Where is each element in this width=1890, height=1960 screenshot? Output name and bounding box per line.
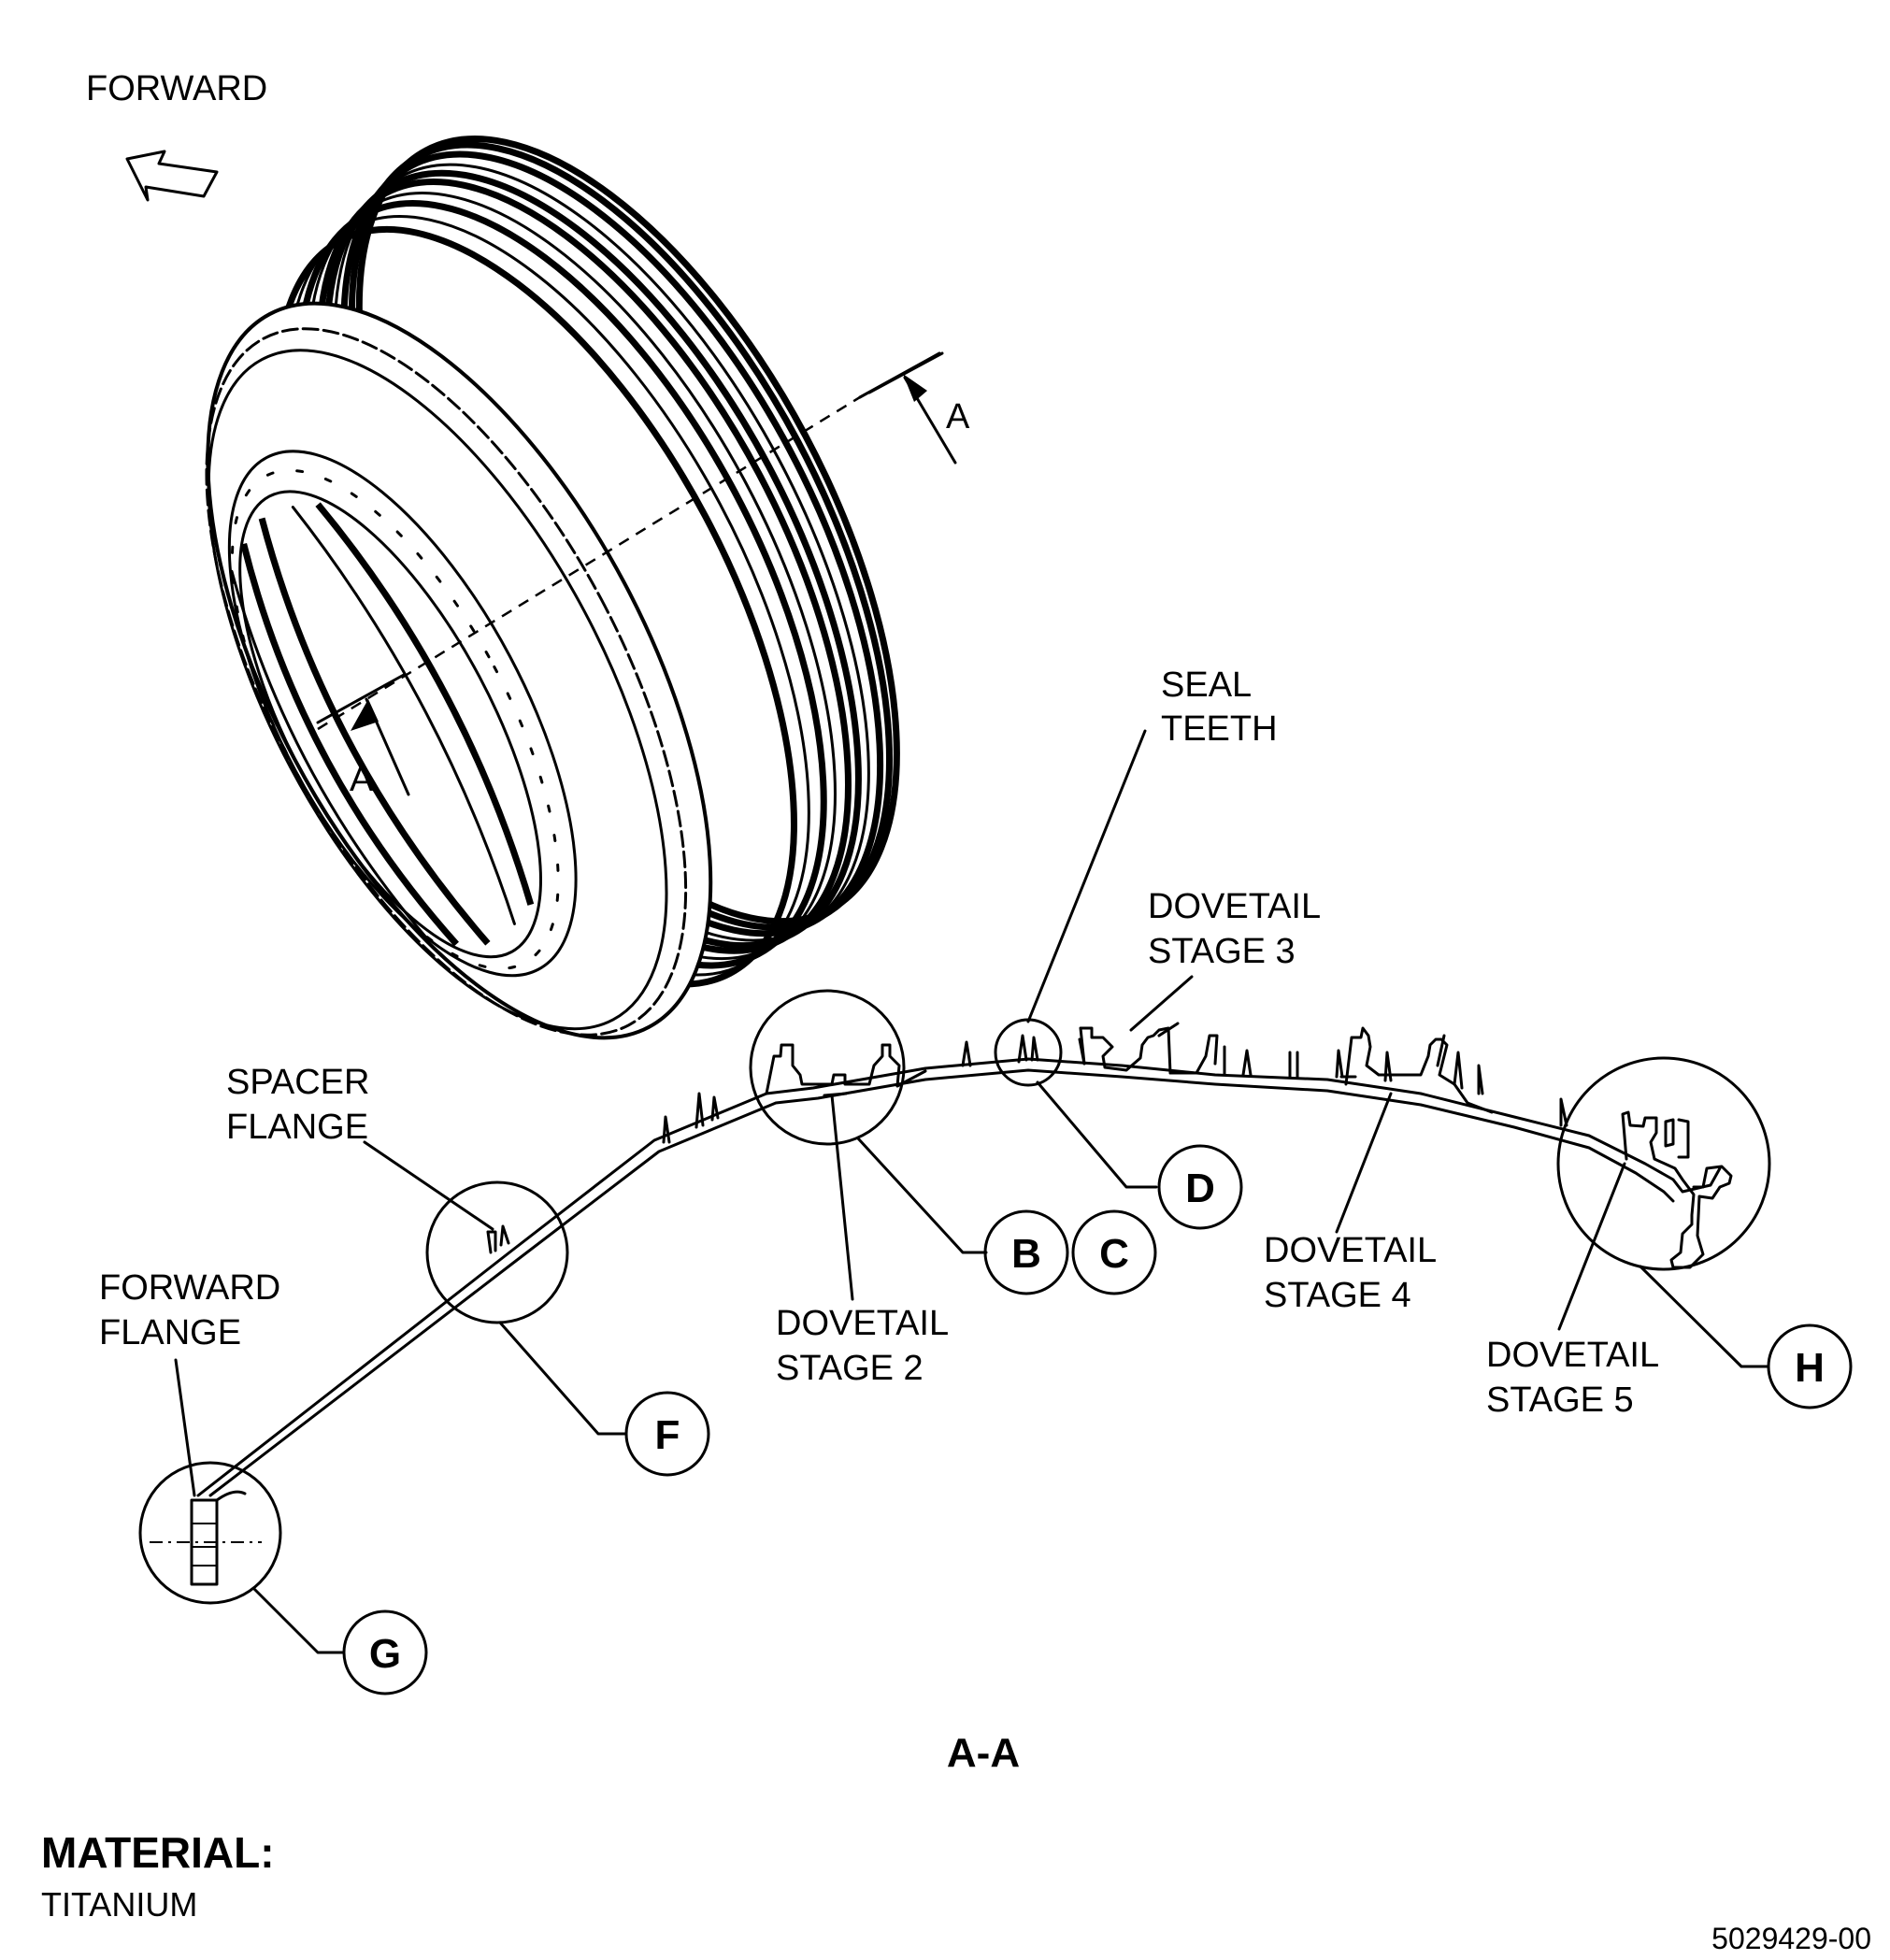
- dovetail-stage5-label-line1: DOVETAIL: [1486, 1336, 1659, 1375]
- dovetail-stage2-label-line2: STAGE 2: [776, 1349, 924, 1388]
- forward-arrow-icon: [125, 150, 219, 202]
- callout-c: C: [1071, 1209, 1157, 1295]
- material-note: MATERIAL: TITANIUM: [41, 1828, 275, 1924]
- callout-b: B: [983, 1209, 1069, 1295]
- detail-circles: [138, 989, 1771, 1605]
- leader-g: [252, 1587, 346, 1654]
- detail-circle-h: [1556, 1056, 1771, 1271]
- svg-text:F: F: [655, 1412, 680, 1458]
- callout-bubbles: B C D F G H: [342, 1144, 1853, 1695]
- svg-text:B: B: [1011, 1231, 1041, 1277]
- dovetail-stage5-shape: [1621, 1110, 1733, 1269]
- dovetail-stage3-shape: [1079, 1026, 1219, 1075]
- forward-arrow: FORWARD: [86, 69, 267, 202]
- detail-circle-f: [425, 1180, 569, 1324]
- leader-h: [1639, 1265, 1770, 1368]
- svg-text:H: H: [1795, 1345, 1825, 1391]
- callout-g: G: [342, 1609, 428, 1695]
- leader-dovetail-stage3: [1129, 975, 1194, 1032]
- dovetail-stage4-label-line1: DOVETAIL: [1264, 1231, 1437, 1270]
- svg-text:D: D: [1185, 1166, 1215, 1211]
- section-title: A-A: [947, 1730, 1020, 1776]
- section-arrow-icon: [351, 699, 379, 731]
- detail-circle-d: [994, 1018, 1063, 1087]
- svg-text:C: C: [1099, 1231, 1129, 1277]
- callout-h: H: [1767, 1323, 1853, 1409]
- dovetail-stage2-label-line1: DOVETAIL: [776, 1304, 949, 1343]
- section-cut-top: A: [867, 351, 970, 465]
- dovetail-stage3-label-line2: STAGE 3: [1148, 932, 1296, 971]
- leader-dovetail-stage4: [1335, 1092, 1393, 1234]
- svg-text:G: G: [369, 1631, 401, 1677]
- section-a-bottom-label: A: [350, 760, 374, 799]
- leader-d: [1036, 1080, 1158, 1189]
- spacer-flange-label-line2: FLANGE: [226, 1108, 368, 1147]
- inner-rib-3: [315, 502, 535, 906]
- section-profile: [150, 1022, 1733, 1586]
- spacer-flange-shape: [486, 1224, 510, 1254]
- inner-rib-2: [258, 517, 491, 946]
- material-value: TITANIUM: [41, 1885, 197, 1924]
- detail-circle-g: [138, 1461, 282, 1605]
- section-arrow-icon: [903, 374, 927, 402]
- section-a-top-label: A: [946, 397, 970, 436]
- leader-dovetail-stage5: [1557, 1162, 1626, 1331]
- inner-rib-1: [240, 543, 459, 947]
- forward-flange-block: [190, 1498, 219, 1586]
- leader-dovetail-stage2: [830, 1094, 854, 1301]
- leader-forward-flange: [174, 1358, 196, 1497]
- forward-flange-label-line2: FLANGE: [99, 1313, 241, 1352]
- dovetail-stage2-shape: [765, 1043, 927, 1095]
- section-cut-bottom: A: [316, 673, 410, 799]
- rotor-spool-isometric: [205, 136, 941, 1040]
- part-labels: SEAL TEETH DOVETAIL STAGE 3 SPACER FLANG…: [99, 665, 1659, 1776]
- seal-teeth-label-line1: SEAL: [1161, 665, 1252, 705]
- leader-bc: [856, 1137, 988, 1254]
- callout-f: F: [624, 1391, 710, 1477]
- detail-circle-bc: [749, 989, 906, 1146]
- leader-spacer-flange: [363, 1140, 494, 1231]
- dovetail-stage3-label-line1: DOVETAIL: [1148, 887, 1321, 926]
- dovetail-stage4-label-line2: STAGE 4: [1264, 1276, 1411, 1315]
- spacer-flange-label-line1: SPACER: [226, 1063, 369, 1102]
- forward-flange-label-line1: FORWARD: [99, 1268, 280, 1308]
- spool-centerline: [317, 395, 861, 731]
- dovetail-stage5-label-line2: STAGE 5: [1486, 1381, 1634, 1420]
- dovetail-stage4-shape: [1344, 1026, 1494, 1114]
- seal-teeth-label-line2: TEETH: [1161, 709, 1278, 749]
- figure-number: 5029429-00: [1711, 1922, 1871, 1955]
- leader-lines: [174, 729, 1770, 1654]
- material-heading: MATERIAL:: [41, 1828, 275, 1877]
- seal-teeth-shape: [961, 1034, 1039, 1067]
- leader-seal-teeth: [1026, 729, 1147, 1023]
- leader-f: [498, 1321, 628, 1436]
- forward-label: FORWARD: [86, 69, 267, 108]
- spool-bore: [238, 490, 542, 959]
- forward-flange-ring: [227, 450, 578, 978]
- callout-d: D: [1157, 1144, 1243, 1230]
